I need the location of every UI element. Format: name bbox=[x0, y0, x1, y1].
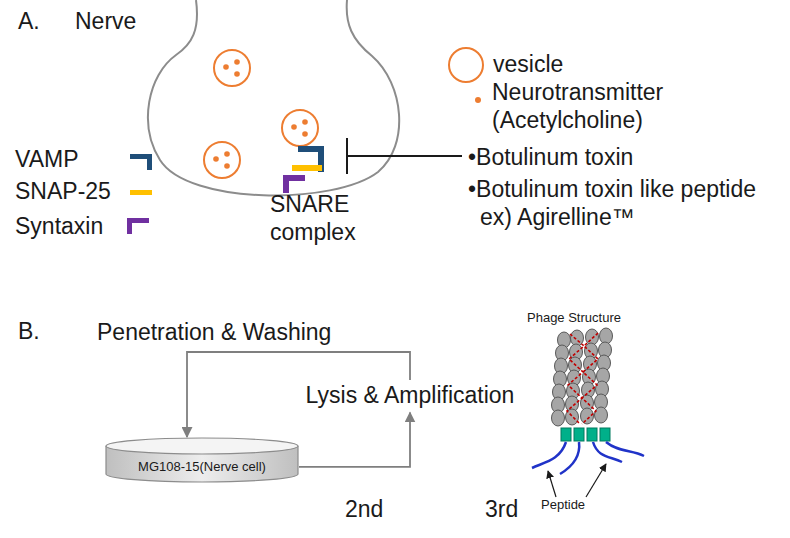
phage-collar bbox=[600, 428, 610, 441]
neurotransmitter-sample bbox=[475, 97, 481, 103]
part-label: Peptide bbox=[541, 497, 585, 513]
phage-tail bbox=[606, 442, 644, 456]
legend-text: VAMP bbox=[15, 146, 160, 174]
leader-arrow bbox=[548, 471, 556, 497]
phage-dna bbox=[567, 334, 584, 424]
step-label: Penetration & Washing bbox=[97, 319, 331, 347]
legend-text: vesicle bbox=[493, 51, 563, 79]
neurotransmitter-dot bbox=[224, 163, 230, 169]
snap25-protein bbox=[292, 165, 322, 171]
legend-swatch bbox=[127, 218, 149, 234]
legend-swatch bbox=[130, 190, 152, 195]
neurotransmitter-dot bbox=[234, 59, 240, 65]
neurotransmitter-dot bbox=[223, 64, 229, 70]
neurotransmitter-dot bbox=[213, 156, 219, 162]
legend-entry: VAMP bbox=[15, 146, 160, 174]
syntaxin-protein bbox=[283, 175, 305, 193]
phage-tail bbox=[560, 442, 579, 474]
figure-title: Phage Structure bbox=[527, 310, 621, 326]
legend-text: Neurotransmitter (Acetylcholine) bbox=[492, 79, 692, 134]
dish-rim bbox=[106, 438, 298, 454]
inhibition-bar bbox=[346, 138, 348, 174]
phage-head bbox=[552, 328, 613, 426]
neurotransmitter-dot bbox=[224, 151, 230, 157]
culture-dish: MG108-15(Nerve cell) bbox=[105, 437, 299, 483]
vesicle bbox=[214, 50, 250, 86]
node-text: Lysis & Amplification bbox=[298, 382, 522, 410]
step-label: Lysis & Amplification bbox=[298, 382, 522, 410]
legend-text: Syntaxin bbox=[15, 213, 160, 241]
neurotransmitter-dot bbox=[234, 71, 240, 77]
capsid-subunit bbox=[552, 410, 565, 426]
legend-swatch-box bbox=[128, 152, 154, 172]
legend-swatch-box bbox=[128, 183, 154, 203]
panel-letter: B. bbox=[18, 318, 40, 346]
nerve-terminal bbox=[148, 0, 399, 195]
round-label: 2nd bbox=[345, 496, 383, 524]
legend-swatch-box bbox=[125, 216, 151, 236]
phage-tail bbox=[593, 442, 622, 462]
legend-entry: vesicle bbox=[493, 51, 563, 79]
phage-collar bbox=[574, 428, 584, 441]
leader-arrow bbox=[586, 464, 606, 497]
legend-entry: SNAP-25 bbox=[15, 178, 160, 206]
phage-collar bbox=[561, 428, 571, 441]
neurotransmitter-dot bbox=[302, 119, 308, 125]
vesicle-sample bbox=[449, 48, 483, 82]
bullet-text: •Botulinum toxin bbox=[468, 144, 633, 172]
vesicle bbox=[282, 110, 318, 146]
panel-letter: A. bbox=[18, 8, 40, 36]
phage-collar bbox=[587, 428, 597, 441]
capsid-subunit bbox=[595, 407, 608, 423]
legend-entry: Syntaxin bbox=[15, 213, 160, 241]
neurotransmitter-dot bbox=[302, 131, 308, 137]
complex-label: SNARE complex bbox=[270, 191, 380, 246]
bullet-text: •Botulinum toxin like peptide ex) Agirel… bbox=[468, 176, 780, 231]
node-text: MG108-15(Nerve cell) bbox=[105, 437, 299, 475]
panel-title: Nerve bbox=[75, 8, 136, 36]
legend-swatch bbox=[130, 154, 152, 170]
inhibition-line bbox=[347, 155, 462, 157]
phage-dna bbox=[582, 333, 598, 424]
neurotransmitter-dot bbox=[291, 124, 297, 130]
round-label: 3rd bbox=[485, 496, 518, 524]
phage-tail bbox=[532, 442, 566, 468]
vesicle bbox=[204, 142, 240, 178]
flow-arrow bbox=[299, 413, 410, 467]
legend-entry: Neurotransmitter (Acetylcholine) bbox=[492, 79, 692, 134]
